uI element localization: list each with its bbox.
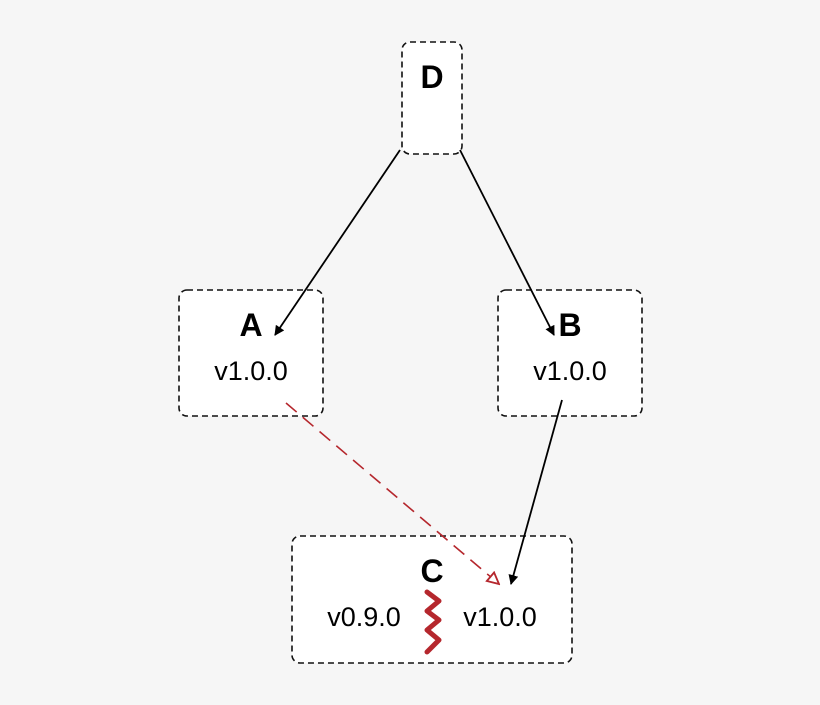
node-a-title: A <box>239 307 262 343</box>
node-d[interactable]: D <box>401 41 463 155</box>
edge-d-to-a <box>274 149 401 336</box>
edge-d-to-b <box>459 149 555 336</box>
node-a-box <box>178 289 324 417</box>
node-b[interactable]: B v1.0.0 <box>497 289 643 417</box>
edge-a-to-c-dashed <box>285 402 499 584</box>
node-c-version-new: v1.0.0 <box>463 602 537 632</box>
node-b-box <box>497 289 643 417</box>
node-d-title: D <box>420 59 443 95</box>
node-d-box <box>401 41 463 155</box>
node-a[interactable]: A v1.0.0 <box>178 289 324 417</box>
edge-b-to-c <box>508 399 563 585</box>
node-c-version-old: v0.9.0 <box>327 602 401 632</box>
node-b-title: B <box>558 307 581 343</box>
zigzag-conflict-icon <box>424 589 442 655</box>
node-b-version: v1.0.0 <box>533 356 607 386</box>
node-c-title: C <box>420 553 443 589</box>
node-c-box <box>291 535 573 664</box>
node-a-version: v1.0.0 <box>214 356 288 386</box>
node-c[interactable]: C v0.9.0 v1.0.0 <box>291 535 573 664</box>
